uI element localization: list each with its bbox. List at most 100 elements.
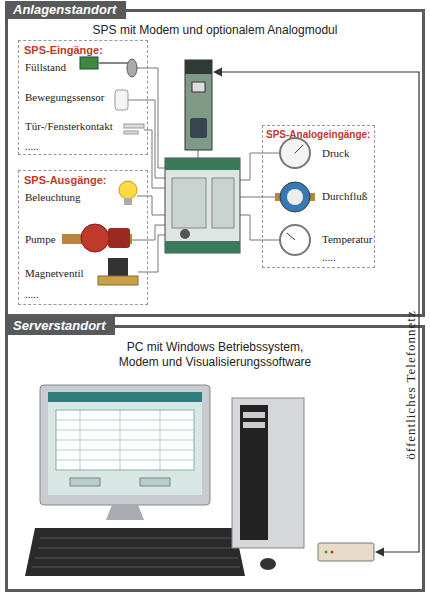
modem-serial-port: [190, 118, 207, 138]
screen-grid: [56, 410, 194, 470]
io-item: Durchfluß: [322, 190, 367, 202]
sensor-rod: [98, 62, 128, 64]
io-group: SPS-Eingänge: FüllstandBewegungssensorTür…: [18, 40, 148, 155]
io-item: .....: [25, 140, 39, 152]
door-contact: [124, 124, 144, 134]
flow-meter: [275, 182, 315, 212]
wire: [148, 225, 165, 240]
wire: [148, 130, 165, 188]
io-item: .....: [25, 288, 39, 300]
io-item: Bewegungssensor: [25, 91, 104, 103]
plc-panel: [212, 178, 234, 228]
contact-part: [124, 131, 138, 134]
monitor-screen: [48, 392, 202, 495]
group-heading: SPS-Ausgänge:: [24, 174, 107, 186]
motion-sensor: [115, 90, 128, 110]
pump-motor: [108, 228, 130, 248]
contact-part: [124, 124, 144, 128]
mouse: [260, 558, 276, 570]
tower-case: [232, 398, 304, 548]
screen-button: [140, 478, 170, 486]
plc-connector: [180, 229, 190, 239]
frame-heading: PC mit Windows Betriebssystem, Modem und…: [109, 340, 321, 370]
modem-body: [185, 60, 212, 150]
tower-drive: [243, 422, 265, 428]
arrow-head: [375, 548, 384, 557]
io-item: Tür-/Fensterkontakt: [25, 120, 113, 132]
pc-tower: [232, 398, 304, 548]
wires: [128, 68, 280, 272]
pump: [62, 224, 132, 252]
monitor: [40, 385, 210, 520]
plc-panel: [172, 178, 206, 228]
pressure-gauge: [280, 138, 310, 168]
io-item: Druck: [322, 147, 350, 159]
pump-pipe: [62, 234, 132, 244]
monitor-stand: [106, 505, 144, 520]
keyboard: [25, 528, 245, 576]
io-item: Füllstand: [25, 61, 66, 73]
monitor-bezel: [40, 385, 210, 505]
wire: [144, 130, 148, 131]
wire: [132, 240, 148, 241]
gauge-needle: [295, 145, 303, 153]
wire: [240, 197, 280, 198]
screen-table: [56, 410, 194, 470]
network-label: öffentliches Telefonnetz: [403, 285, 419, 485]
io-item: Temperatur: [322, 233, 373, 245]
meter-body: [280, 182, 310, 212]
keyboard-keys: [32, 538, 240, 567]
thermometer-dial: [280, 225, 310, 255]
valve-body: [98, 276, 138, 285]
tower-front: [240, 405, 268, 540]
plc-device: [165, 158, 240, 253]
wire: [148, 100, 165, 178]
pump-housing: [81, 224, 109, 252]
lamp-base: [124, 198, 132, 205]
frame-heading: SPS mit Modem und optionalem Analogmodul: [8, 23, 422, 38]
meter-dial: [287, 189, 303, 205]
modem-led: [331, 551, 334, 554]
modem-case: [318, 543, 374, 561]
site-frame: ServerstandortPC mit Windows Betriebssys…: [5, 325, 425, 592]
level-sensor: [80, 57, 137, 77]
modem-jack: [192, 82, 205, 92]
wire: [240, 215, 280, 240]
io-group: SPS-Ausgänge:BeleuchtungPumpeMagnetventi…: [18, 170, 148, 305]
wire: [137, 68, 148, 69]
wire: [198, 150, 199, 158]
phone-line-path: [220, 72, 419, 552]
io-item: Pumpe: [25, 233, 56, 245]
meter-pipe: [275, 193, 315, 201]
arrow-head: [213, 68, 222, 77]
group-heading: SPS-Eingänge:: [24, 44, 103, 56]
site-frame: AnlagenstandortSPS mit Modem und optiona…: [5, 9, 425, 317]
wire: [138, 272, 148, 273]
io-group: SPS-Analogeingänge: DruckDurchflußTempera…: [262, 125, 375, 268]
lamp: [119, 181, 137, 205]
group-heading: SPS-Analogeingänge:: [266, 129, 370, 140]
modem-terminal: [185, 60, 212, 74]
frame-title: Anlagenstandort: [5, 1, 126, 19]
wire: [240, 153, 280, 180]
frame-title: Serverstandort: [5, 317, 115, 335]
gauge-dial: [280, 225, 310, 255]
sensor-body: [80, 57, 98, 69]
lamp-bulb: [119, 181, 137, 199]
phone-line: [213, 68, 419, 557]
modem-device: [185, 60, 212, 150]
wire: [148, 196, 165, 215]
io-item: Beleuchtung: [25, 191, 81, 203]
screen-header: [48, 392, 202, 402]
sensor-float: [127, 59, 137, 77]
solenoid-valve: [98, 258, 138, 285]
io-item: .....: [322, 251, 336, 263]
wire: [128, 100, 148, 101]
plc-body: [165, 158, 240, 253]
plc-terminals: [165, 241, 240, 253]
modem-led: [325, 551, 328, 554]
wire: [148, 235, 165, 272]
gauge-needle: [287, 233, 295, 240]
plc-terminals: [165, 158, 240, 170]
